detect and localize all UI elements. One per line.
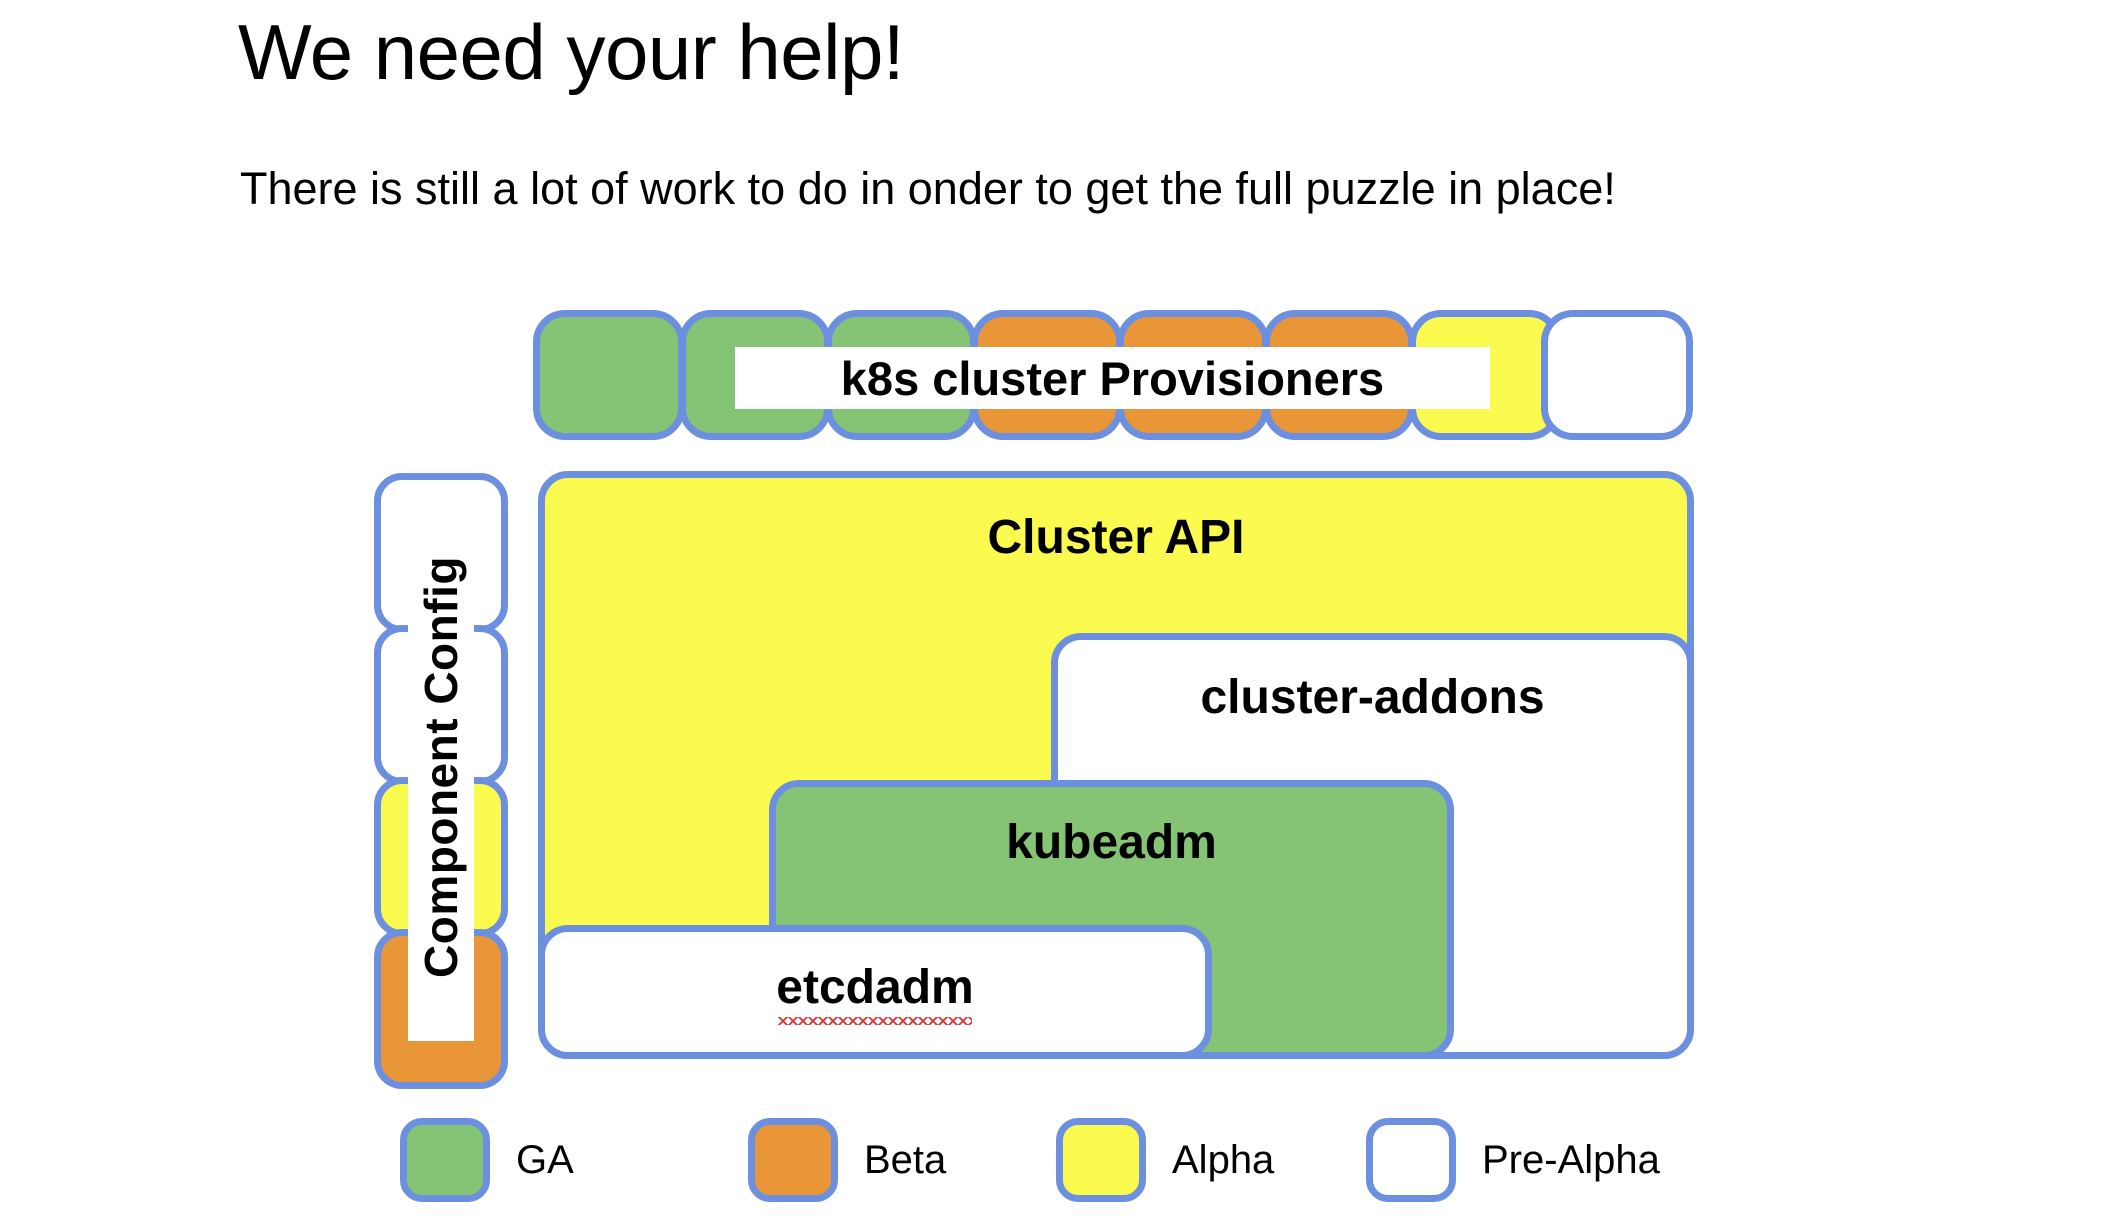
legend-item-alpha: Alpha <box>1056 1118 1274 1202</box>
provisioner-box-8[interactable] <box>1541 310 1693 440</box>
legend-item-ga: GA <box>400 1118 574 1202</box>
page-subtitle: There is still a lot of work to do in on… <box>240 163 1616 214</box>
component-config-label: Component Config <box>408 493 474 1041</box>
component-config-label-text: Component Config <box>415 556 468 978</box>
etcdadm-label: etcdadm <box>776 961 974 1014</box>
kubeadm-label: kubeadm <box>1006 816 1217 869</box>
legend-swatch-alpha-icon <box>1056 1118 1146 1202</box>
legend: GA Beta Alpha Pre-Alpha <box>400 1118 1720 1208</box>
k8s-cluster-provisioners-label: k8s cluster Provisioners <box>735 347 1490 409</box>
legend-item-beta: Beta <box>748 1118 946 1202</box>
legend-swatch-ga-icon <box>400 1118 490 1202</box>
spellcheck-underline-icon <box>778 1017 972 1025</box>
legend-swatch-beta-icon <box>748 1118 838 1202</box>
page-title: We need your help! <box>238 8 905 96</box>
provisioner-box-1[interactable] <box>533 310 685 440</box>
etcdadm-label-wrap: etcdadm <box>545 960 1205 1025</box>
component-config-stack: Component Config <box>374 473 508 1089</box>
legend-label-pre-alpha: Pre-Alpha <box>1482 1137 1660 1182</box>
k8s-cluster-provisioners-row: k8s cluster Provisioners <box>533 310 1693 440</box>
etcdadm-box[interactable]: etcdadm <box>538 925 1212 1059</box>
legend-label-ga: GA <box>516 1137 574 1182</box>
cluster-addons-label: cluster-addons <box>1200 671 1545 724</box>
cluster-api-label: Cluster API <box>987 511 1245 564</box>
etcdadm-label-inner: etcdadm <box>776 960 974 1025</box>
legend-item-pre-alpha: Pre-Alpha <box>1366 1118 1660 1202</box>
legend-label-alpha: Alpha <box>1172 1137 1275 1182</box>
legend-label-beta: Beta <box>864 1137 947 1182</box>
legend-swatch-pre-alpha-icon <box>1366 1118 1456 1202</box>
